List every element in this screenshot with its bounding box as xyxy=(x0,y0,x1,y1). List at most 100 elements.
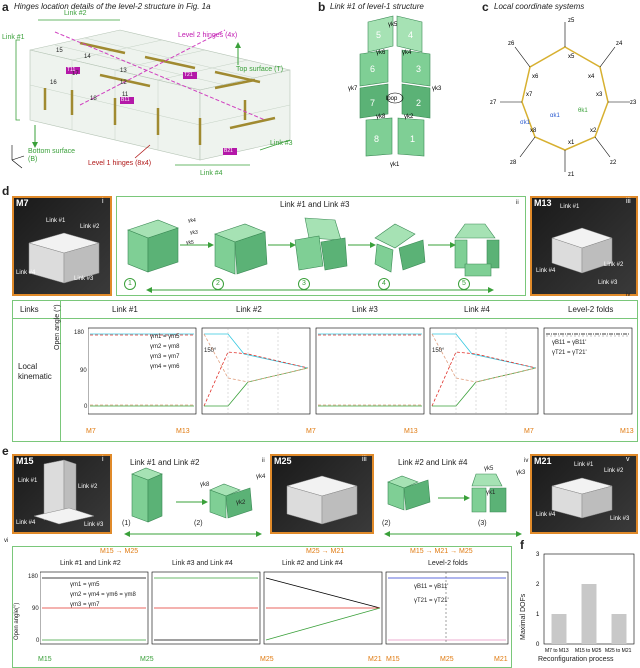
a-level2: Level 2 hinges (4x) xyxy=(178,32,238,39)
vi-x-1: M15 xyxy=(38,656,52,663)
c-x4: x4 xyxy=(588,74,595,80)
d-step-5: 5 xyxy=(458,278,470,290)
d-x-m7: M7 xyxy=(86,428,96,435)
b-num-3: 3 xyxy=(416,64,421,74)
d-pl-link4: Link #4 xyxy=(16,270,36,276)
e-rl-3: Link #3 xyxy=(610,516,630,522)
d-col-link1: Link #1 xyxy=(112,305,138,314)
vi-title-2: Link #3 and Link #4 xyxy=(172,560,233,567)
a-link3: Link #3 xyxy=(270,140,293,147)
e-step-iv-2: (2) xyxy=(382,520,391,527)
e-ii-shapes xyxy=(124,467,262,537)
vi-y0: 0 xyxy=(36,638,40,644)
f-ytick: 1 xyxy=(536,612,540,618)
d-angle-2: 150° xyxy=(432,348,445,354)
b-num-1: 1 xyxy=(410,134,415,144)
d-x-m13b: M13 xyxy=(404,428,418,435)
d-y180: 180 xyxy=(74,330,85,336)
f-category: M15 to M25 xyxy=(575,648,602,654)
a-link1: Link #1 xyxy=(2,34,25,41)
d-pl-link1: Link #1 xyxy=(46,218,66,224)
vi-fold-leg-2: γT21 = γT21' xyxy=(414,598,449,604)
c-z4: z4 xyxy=(616,41,623,47)
vi-arrow-1: M15 → M25 xyxy=(100,548,139,555)
c-z5: z5 xyxy=(568,18,575,24)
d-iii: iii xyxy=(626,198,631,205)
e-iii: iii xyxy=(362,456,367,463)
d-sequence-shapes xyxy=(127,217,500,293)
c-x3: x3 xyxy=(596,92,603,98)
b-num-6: 6 xyxy=(370,64,375,74)
d-gk4: γk4 xyxy=(188,218,196,224)
e-photo-m15 xyxy=(12,454,112,534)
f-ytick: 3 xyxy=(536,552,540,558)
d-pl-link2: Link #2 xyxy=(80,224,100,230)
e-m21: M21 xyxy=(534,456,552,466)
e-i: i xyxy=(102,456,104,463)
a-bottom: Bottom surface (B) xyxy=(28,148,76,163)
d-pr-link3: Link #3 xyxy=(598,280,618,286)
a-num-11: 11 xyxy=(122,92,129,98)
d-y90: 90 xyxy=(80,368,87,374)
c-x7: x7 xyxy=(526,92,533,98)
e-ll-2: Link #2 xyxy=(78,484,98,490)
e-ll-1: Link #1 xyxy=(18,478,38,484)
b-num-2: 2 xyxy=(416,98,421,108)
a-tag-t21: T21 xyxy=(184,72,193,78)
f-ylabel: Maximal DOFs xyxy=(520,593,527,640)
a-num-12: 12 xyxy=(120,80,127,86)
d-x-m7c: M7 xyxy=(524,428,534,435)
a-level1: Level 1 hinges (8x4) xyxy=(88,160,152,167)
e-m15: M15 xyxy=(16,456,34,466)
e-photo-m21 xyxy=(530,454,638,534)
vi-x-3: M25 xyxy=(260,656,274,663)
e-v: v xyxy=(626,456,630,463)
b-num-5: 5 xyxy=(376,30,381,40)
b-gk8: γk8 xyxy=(376,114,386,120)
d-leg-3: γm3 = γm7 xyxy=(150,354,180,360)
d-ii: ii xyxy=(516,200,519,206)
vi-x-7: M21 xyxy=(494,656,508,663)
d-photo-m7 xyxy=(12,196,112,296)
c-z6: z6 xyxy=(508,41,515,47)
vi-arrow-2: M25 → M21 xyxy=(306,548,345,555)
a-tag-t11: T11 xyxy=(67,67,76,73)
vi-leg-1: γm1 = γm5 xyxy=(70,582,100,588)
c-x5: x5 xyxy=(568,54,575,60)
a-num-15: 15 xyxy=(56,48,63,54)
a-num-16: 16 xyxy=(50,80,57,86)
e-rl-1: Link #1 xyxy=(574,462,594,468)
d-leg-2: γm2 = γm8 xyxy=(150,344,180,350)
b-gk2: γk2 xyxy=(404,114,414,120)
d-col-link4: Link #4 xyxy=(464,305,490,314)
d-iv: iv xyxy=(626,292,631,298)
vi-x-4: M21 xyxy=(368,656,382,663)
e-title-iv: Link #2 and Link #4 xyxy=(398,458,468,467)
a-link4: Link #4 xyxy=(200,170,223,177)
d-gk3: γk3 xyxy=(190,230,198,236)
vi-label: vi xyxy=(4,538,9,544)
b-gk4: γk4 xyxy=(402,50,412,56)
e-rl-4: Link #4 xyxy=(536,512,556,518)
f-bar xyxy=(551,614,567,644)
b-gk5: γk5 xyxy=(388,22,398,28)
e-iv: iv xyxy=(524,458,529,464)
d-pl-link3: Link #3 xyxy=(74,276,94,282)
c-z8: z8 xyxy=(510,160,517,166)
d-y0: 0 xyxy=(84,404,88,410)
b-gk6: γk6 xyxy=(376,50,386,56)
vi-plots xyxy=(40,571,509,645)
f-ytick: 0 xyxy=(536,642,540,648)
panel-e-label: e xyxy=(2,444,9,458)
c-z3: z3 xyxy=(630,100,637,106)
f-category: M7 to M13 xyxy=(545,648,569,654)
d-angle-1: 150° xyxy=(204,348,217,354)
e-g-ii-4: γk4 xyxy=(256,474,266,480)
e-photo-m25 xyxy=(270,454,374,534)
d-sequence xyxy=(116,196,526,296)
f-bar xyxy=(581,584,597,644)
f-bar xyxy=(611,614,627,644)
e-ll-3: Link #3 xyxy=(84,522,104,528)
d-col-folds: Level-2 folds xyxy=(568,305,614,314)
